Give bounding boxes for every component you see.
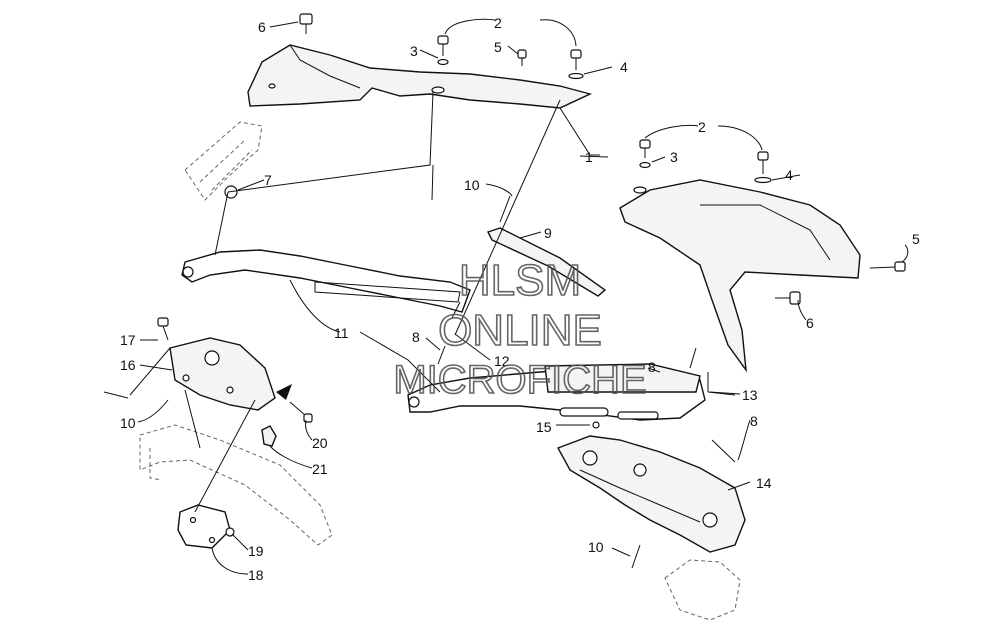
bracket-plate (556, 435, 746, 553)
callout-18: 18 (248, 567, 264, 583)
assembly-lines (129, 91, 736, 513)
callout-15: 15 (536, 419, 552, 435)
callout-1: 1 (585, 149, 593, 165)
callout-4-top: 4 (620, 59, 628, 75)
watermark-line1: HLSM (459, 256, 581, 305)
lower-rail (407, 363, 706, 421)
left-ghost-frame (139, 424, 333, 546)
callout-8-left: 8 (412, 329, 420, 345)
callout-21: 21 (312, 461, 328, 477)
callout-3-right: 3 (670, 149, 678, 165)
watermark: HLSM ONLINE MICROFICHE (393, 255, 648, 403)
callout-5-right: 5 (912, 231, 920, 247)
callout-17: 17 (120, 332, 136, 348)
callout-11: 11 (334, 325, 349, 341)
callout-7: 7 (264, 172, 272, 188)
callout-5-top: 5 (494, 39, 502, 55)
fasteners (103, 13, 906, 569)
callout-8-right: 8 (750, 413, 758, 429)
callout-13: 13 (742, 387, 758, 403)
callout-20: 20 (312, 435, 328, 451)
left-side-cover (247, 44, 593, 109)
right-side-cover (619, 179, 861, 373)
clip-21 (261, 425, 277, 447)
callout-16: 16 (120, 357, 136, 373)
watermark-line2: ONLINE (438, 306, 602, 355)
callout-8-mid: 8 (648, 359, 656, 375)
callout-labels: 6 2 3 5 4 1 2 3 4 5 6 7 10 9 11 8 12 8 1… (120, 15, 920, 583)
lower-left-bracket (169, 337, 292, 411)
main-rail (181, 249, 471, 313)
callout-4-right: 4 (785, 167, 793, 183)
callout-19: 19 (248, 543, 264, 559)
watermark-line3: MICROFICHE (393, 358, 646, 402)
callout-6-right: 6 (806, 315, 814, 331)
callout-2-top: 2 (494, 15, 502, 31)
callout-9: 9 (544, 225, 552, 241)
callout-leaders (137, 18, 909, 575)
callout-14: 14 (756, 475, 772, 491)
right-ghost-mount (664, 559, 741, 621)
callout-10-bottom: 10 (588, 539, 604, 555)
callout-2-right: 2 (698, 119, 706, 135)
callout-3-top: 3 (410, 43, 418, 59)
callout-6-top: 6 (258, 19, 266, 35)
callout-10-top: 10 (464, 177, 480, 193)
callout-12: 12 (494, 353, 510, 369)
callout-10-left: 10 (120, 415, 136, 431)
slide-strip (487, 227, 607, 297)
left-ghost-bracket (184, 121, 263, 201)
mount-plate (177, 504, 235, 549)
